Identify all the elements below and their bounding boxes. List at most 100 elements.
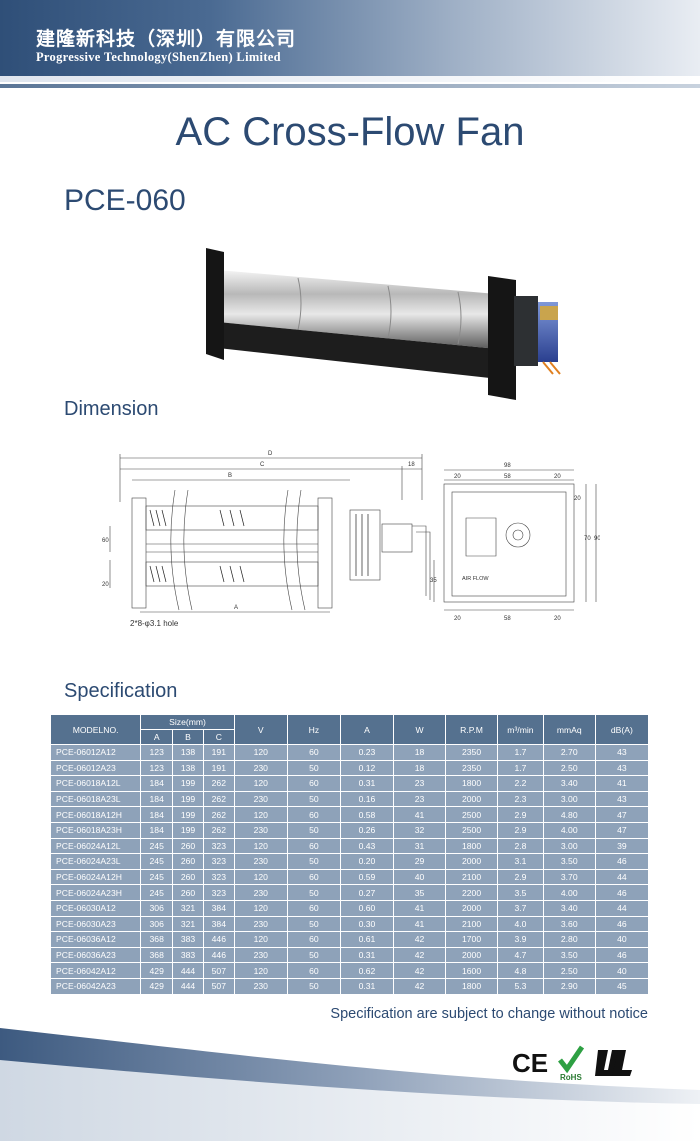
cell-hz: 60 bbox=[286, 962, 341, 979]
cell-airflow: 4.0 bbox=[497, 915, 544, 933]
col-header-noise: dB(A) bbox=[594, 714, 650, 745]
cell-size-a: 245 bbox=[140, 884, 174, 901]
cell-watt: 35 bbox=[393, 884, 447, 901]
rohs-label: RoHS bbox=[560, 1073, 582, 1082]
cell-size-c: 384 bbox=[202, 899, 235, 917]
cell-size-a: 306 bbox=[140, 899, 174, 917]
cell-pressure: 3.40 bbox=[542, 899, 596, 917]
cell-size-c: 323 bbox=[202, 884, 235, 901]
fan-product-image bbox=[206, 248, 561, 400]
specification-table: MODELNO. Size(mm) V Hz A W R.P.M m³/min … bbox=[49, 714, 650, 995]
cell-airflow: 3.1 bbox=[497, 853, 544, 870]
cell-size-c: 323 bbox=[202, 837, 235, 855]
col-header-size-a: A bbox=[140, 729, 174, 745]
cell-size-a: 368 bbox=[140, 946, 174, 964]
cell-watt: 41 bbox=[393, 915, 447, 933]
cell-voltage: 230 bbox=[233, 821, 288, 839]
cell-size-b: 138 bbox=[172, 759, 204, 777]
cell-voltage: 230 bbox=[233, 790, 288, 808]
cell-size-b: 383 bbox=[172, 946, 204, 964]
cell-airflow: 2.9 bbox=[497, 806, 544, 823]
dim-label-w58a: 58 bbox=[504, 474, 511, 480]
cell-size-a: 245 bbox=[140, 853, 174, 870]
cell-voltage: 120 bbox=[233, 775, 288, 792]
cell-rpm: 2350 bbox=[445, 759, 499, 777]
cell-voltage: 230 bbox=[233, 759, 288, 777]
cell-noise: 43 bbox=[594, 759, 650, 777]
cell-noise: 39 bbox=[594, 837, 650, 855]
cell-size-a: 184 bbox=[140, 775, 174, 792]
cell-size-b: 321 bbox=[172, 915, 204, 933]
dim-label-b58: 58 bbox=[504, 616, 511, 622]
cell-size-a: 368 bbox=[140, 931, 174, 948]
cell-size-c: 323 bbox=[202, 868, 235, 886]
cell-model: PCE-06030A23 bbox=[49, 915, 142, 933]
dim-label-c: C bbox=[260, 462, 265, 468]
cell-current: 0.23 bbox=[339, 744, 395, 761]
cell-noise: 46 bbox=[594, 853, 650, 870]
model-title: PCE-060 bbox=[64, 184, 186, 217]
cell-watt: 40 bbox=[393, 868, 447, 886]
cell-airflow: 1.7 bbox=[497, 759, 544, 777]
cell-size-b: 199 bbox=[172, 775, 204, 792]
cell-voltage: 230 bbox=[233, 946, 288, 964]
cell-hz: 50 bbox=[286, 884, 341, 901]
dim-label-w20a: 20 bbox=[454, 474, 461, 480]
cell-watt: 42 bbox=[393, 977, 447, 995]
cell-current: 0.26 bbox=[339, 821, 395, 839]
cell-airflow: 2.8 bbox=[497, 837, 544, 855]
cell-voltage: 120 bbox=[233, 744, 288, 761]
cell-voltage: 230 bbox=[233, 977, 288, 995]
col-header-size-c: C bbox=[202, 729, 235, 745]
cell-airflow: 5.3 bbox=[497, 977, 544, 995]
cell-model: PCE-06018A23L bbox=[49, 790, 142, 808]
cell-size-b: 444 bbox=[172, 962, 204, 979]
cell-hz: 50 bbox=[286, 853, 341, 870]
cell-airflow: 3.7 bbox=[497, 899, 544, 917]
cell-size-c: 323 bbox=[202, 853, 235, 870]
cell-current: 0.59 bbox=[339, 868, 395, 886]
cell-noise: 46 bbox=[594, 946, 650, 964]
cell-current: 0.61 bbox=[339, 931, 395, 948]
ce-mark-icon: CE bbox=[512, 1048, 548, 1078]
cell-airflow: 3.9 bbox=[497, 931, 544, 948]
header-divider bbox=[0, 84, 700, 88]
cell-hz: 50 bbox=[286, 759, 341, 777]
dim-label-20: 20 bbox=[102, 582, 109, 588]
cell-rpm: 2350 bbox=[445, 744, 499, 761]
cell-rpm: 1600 bbox=[445, 962, 499, 979]
cell-model: PCE-06024A23L bbox=[49, 853, 142, 870]
cell-rpm: 2000 bbox=[445, 790, 499, 808]
cell-size-b: 260 bbox=[172, 868, 204, 886]
cell-size-b: 444 bbox=[172, 977, 204, 995]
section-dimension-title: Dimension bbox=[64, 398, 159, 420]
cell-size-a: 245 bbox=[140, 837, 174, 855]
dim-label-b: B bbox=[228, 473, 232, 479]
dim-label-98: 98 bbox=[504, 463, 511, 469]
col-header-rpm: R.P.M bbox=[445, 714, 499, 745]
cell-airflow: 4.7 bbox=[497, 946, 544, 964]
cell-watt: 42 bbox=[393, 931, 447, 948]
cell-hz: 50 bbox=[286, 790, 341, 808]
cell-size-a: 123 bbox=[140, 744, 174, 761]
cell-hz: 50 bbox=[286, 946, 341, 964]
cell-pressure: 3.70 bbox=[542, 868, 596, 886]
cell-noise: 46 bbox=[594, 915, 650, 933]
cell-size-a: 306 bbox=[140, 915, 174, 933]
cell-model: PCE-06024A12H bbox=[49, 868, 142, 886]
cell-hz: 60 bbox=[286, 837, 341, 855]
dim-label-h20: 20 bbox=[574, 496, 581, 502]
col-header-watt: W bbox=[393, 714, 447, 745]
cell-airflow: 2.2 bbox=[497, 775, 544, 792]
cell-watt: 29 bbox=[393, 853, 447, 870]
cell-size-a: 123 bbox=[140, 759, 174, 777]
cell-voltage: 120 bbox=[233, 962, 288, 979]
certification-marks: CE RoHS bbox=[512, 1045, 632, 1082]
cell-airflow: 2.9 bbox=[497, 868, 544, 886]
cell-model: PCE-06018A12H bbox=[49, 806, 142, 823]
